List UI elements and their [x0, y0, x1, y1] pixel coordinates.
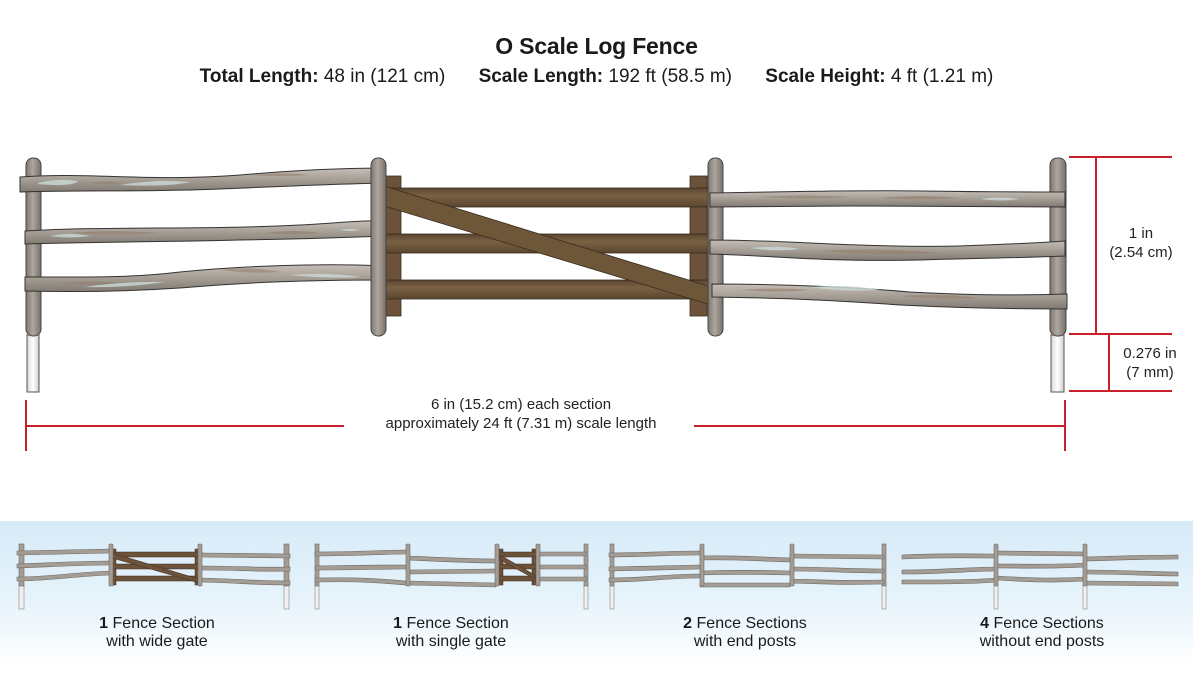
variant-caption: 1 Fence Section with wide gate	[99, 615, 215, 650]
variant-caption: 4 Fence Sections without end posts	[979, 615, 1105, 650]
right-fence-section	[709, 157, 1068, 393]
right-end-peg	[1050, 334, 1065, 393]
rail	[709, 190, 1066, 208]
spec-total-length: Total Length: 48 in (121 cm)	[199, 66, 446, 87]
variant-single-gate: 1 Fence Section with single gate	[302, 521, 600, 694]
two-sections-thumbnail	[608, 543, 887, 610]
spec-scale-height: Scale Height: 4 ft (1.21 m)	[765, 66, 994, 87]
variant-caption: 2 Fence Sections with end posts	[683, 615, 807, 650]
section-length-label: 6 in (15.2 cm) each section approximatel…	[385, 396, 657, 432]
variant-two-sections: 2 Fence Sections with end posts	[596, 521, 894, 694]
height-bottom-label: 0.276 in (7 mm)	[1123, 345, 1177, 381]
variant-four-sections: 4 Fence Sections without end posts	[893, 521, 1191, 694]
left-fence-section	[19, 157, 387, 393]
wide-gate-thumbnail	[16, 543, 291, 610]
rail	[19, 167, 387, 193]
spec-row: Total Length: 48 in (121 cm) Scale Lengt…	[0, 66, 1193, 88]
page-title: O Scale Log Fence	[495, 33, 698, 59]
gate-post-left	[370, 157, 387, 337]
four-sections-thumbnail	[901, 543, 1179, 610]
left-end-peg	[26, 334, 40, 393]
rail	[711, 283, 1068, 310]
rail	[24, 264, 387, 293]
height-top-label: 1 in (2.54 cm)	[1109, 225, 1173, 261]
variant-caption: 1 Fence Section with single gate	[393, 615, 509, 650]
spec-scale-length: Scale Length: 192 ft (58.5 m)	[478, 66, 732, 87]
wide-gate	[370, 157, 724, 337]
variant-wide-gate: 1 Fence Section with wide gate	[8, 521, 306, 694]
main-fence-illustration	[19, 156, 1172, 451]
single-gate-thumbnail	[314, 543, 589, 610]
dimension-lines	[25, 156, 1172, 451]
